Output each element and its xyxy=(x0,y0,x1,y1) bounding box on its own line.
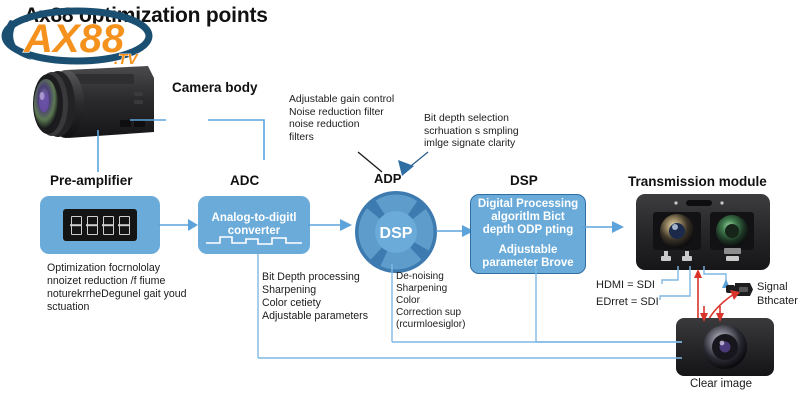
preamp-to-adc-arrow xyxy=(158,219,198,231)
dspbox-to-transmission-arrow xyxy=(582,221,624,233)
ax88-tv-logo: AX88 .TV xyxy=(1,6,172,68)
annotation-bit-depth: Bit depth selection scrhuation s smpling… xyxy=(424,113,519,150)
bottom-routing-bus xyxy=(257,254,682,359)
signal-label: Signal Bthcater xyxy=(757,281,798,307)
pre-amplifier-box[interactable] xyxy=(40,196,160,254)
heading-adp: ADP xyxy=(374,171,402,186)
seg-digit xyxy=(70,215,82,235)
adc-box[interactable]: Analog-to-digitl converter xyxy=(198,196,310,254)
heading-dsp: DSP xyxy=(510,173,538,188)
logo-main-text: AX88 xyxy=(23,17,125,61)
heading-adc: ADC xyxy=(230,173,260,188)
adc-to-dspcircle-arrow xyxy=(308,219,352,231)
annotation-gain-control: Adjustable gain control Noise reduction … xyxy=(289,94,395,144)
annotation-leader-arrows xyxy=(357,151,429,176)
logo-sub-text: .TV xyxy=(114,51,139,68)
adc-caption: Bit Depth processing Sharpening Color ce… xyxy=(262,271,368,322)
pre-amplifier-caption: Optimization focrnololay nnoizet reducti… xyxy=(47,262,187,313)
dsp-box-bottom-label: Adjustable parameter Brove xyxy=(482,244,574,270)
seg-digit xyxy=(102,215,114,235)
dsp-box[interactable]: Digital Processing algoritlm Bict depth … xyxy=(470,194,586,274)
signal-connector-device xyxy=(726,283,754,296)
transmission-module-device xyxy=(636,194,770,270)
dsp-box-top-label: Digital Processing algoritlm Bict depth … xyxy=(477,197,579,236)
clear-image-red-arrows xyxy=(700,306,724,322)
seg-digit xyxy=(86,215,98,235)
seven-segment-display xyxy=(63,209,137,241)
adc-box-label: Analog-to-digitl converter xyxy=(211,212,297,237)
heading-pre-amplifier: Pre-amplifier xyxy=(50,173,133,188)
camera-body-device xyxy=(22,62,162,147)
hdmi-output-label: HDMI = SDI xyxy=(596,279,655,291)
seg-digit xyxy=(118,215,130,235)
dsp-circle-label: DSP xyxy=(380,225,413,242)
camera-to-preamp-line xyxy=(97,130,99,172)
clear-image-label: Clear image xyxy=(690,378,752,390)
clear-image-device xyxy=(676,318,774,376)
camera-body-leader xyxy=(130,119,166,121)
dspcircle-to-dspbox-arrow xyxy=(436,225,474,237)
heading-camera-body: Camera body xyxy=(172,80,258,95)
edrret-output-label: EDrret = SDI xyxy=(596,296,659,308)
heading-transmission-module: Transmission module xyxy=(628,174,767,189)
dsp-circle[interactable]: DSP xyxy=(354,190,438,274)
dsp-circle-caption: De-noising Sharpening Color Correction s… xyxy=(396,271,466,330)
camera-body-to-adc-line xyxy=(208,119,265,160)
waveform-icon xyxy=(206,236,302,245)
